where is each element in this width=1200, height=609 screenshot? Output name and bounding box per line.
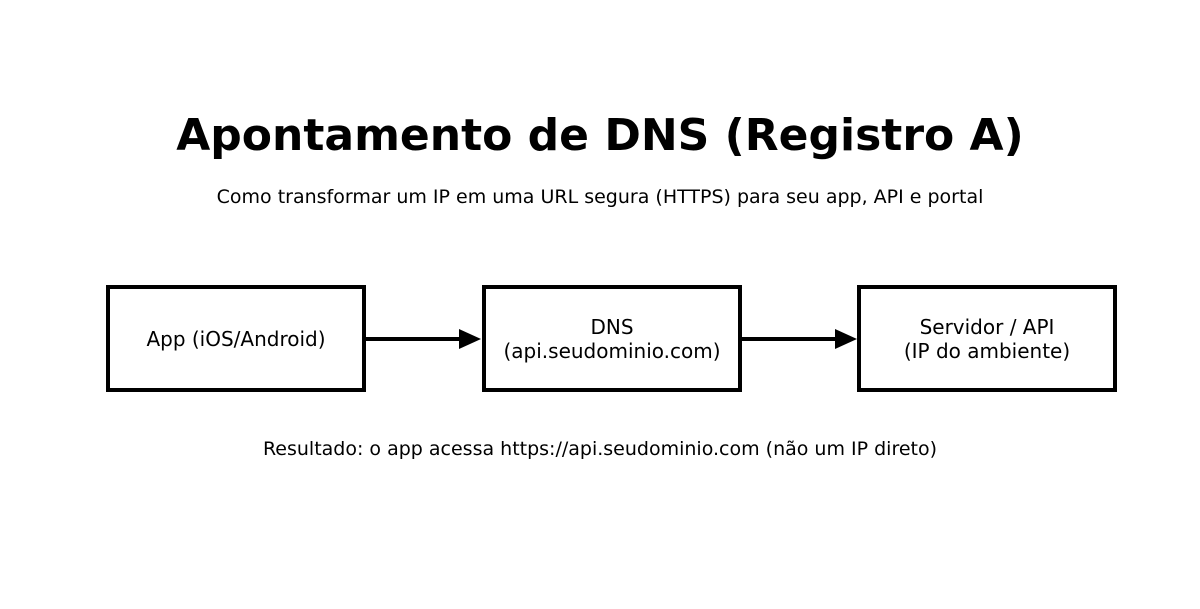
arrow-dns-to-server-line — [742, 337, 838, 341]
node-server-label-line2: (IP do ambiente) — [903, 338, 1071, 363]
node-app: App (iOS/Android) — [106, 285, 366, 392]
diagram-title: Apontamento de DNS (Registro A) — [176, 110, 1024, 161]
node-server-label-line1: Servidor / API — [919, 314, 1055, 339]
node-dns-label-line2: (api.seudominio.com) — [503, 338, 721, 363]
arrow-app-to-dns-line — [366, 337, 462, 341]
result-caption: Resultado: o app acessa https://api.seud… — [262, 438, 938, 460]
arrow-dns-to-server-head-icon — [835, 329, 857, 349]
arrow-app-to-dns-head-icon — [459, 329, 481, 349]
node-dns: DNS (api.seudominio.com) — [482, 285, 742, 392]
node-server: Servidor / API (IP do ambiente) — [857, 285, 1117, 392]
node-app-label: App (iOS/Android) — [146, 326, 326, 351]
diagram-subtitle: Como transformar um IP em uma URL segura… — [216, 186, 984, 208]
node-dns-label-line1: DNS — [590, 314, 634, 339]
